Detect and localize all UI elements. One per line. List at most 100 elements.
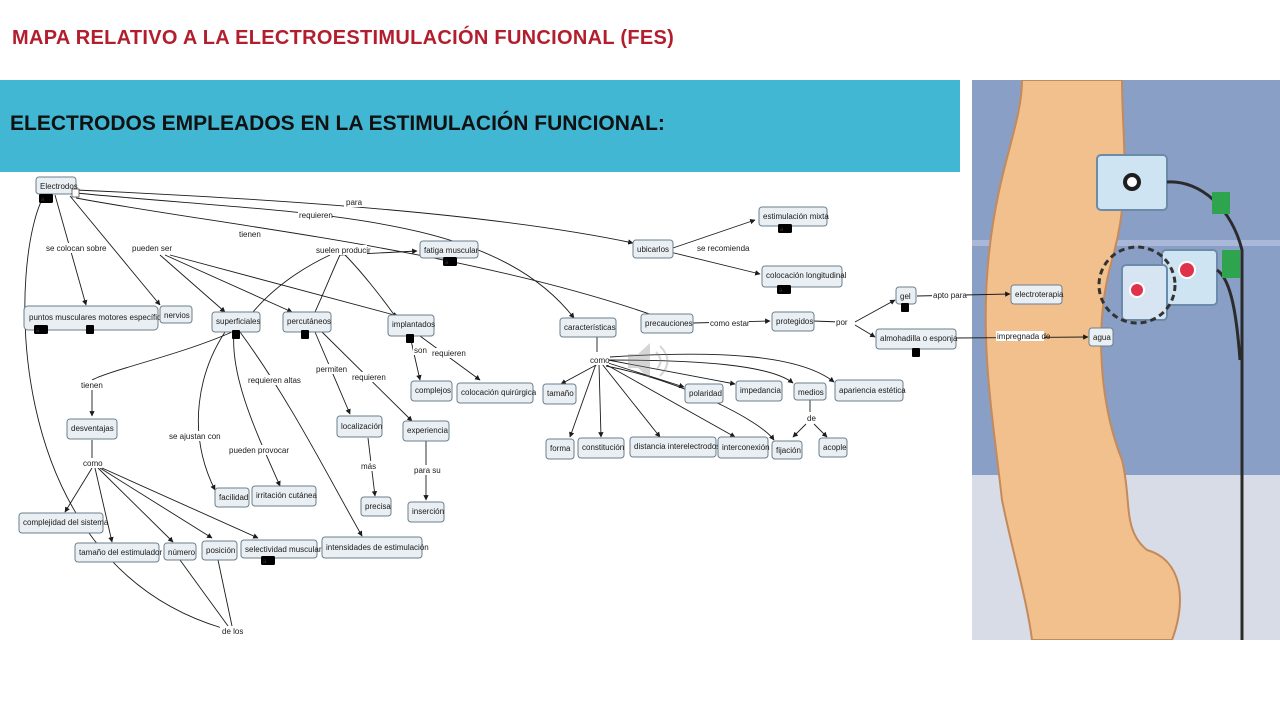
link-label: tienen (239, 230, 261, 239)
node-apariencia[interactable]: apariencia estética (834, 379, 906, 402)
svg-text:distancia interelectrodos: distancia interelectrodos (634, 442, 720, 451)
svg-text:interconexión: interconexión (722, 443, 770, 452)
speaker-icon[interactable] (628, 343, 669, 379)
section-banner: ELECTRODOS EMPLEADOS EN LA ESTIMULACIÓN … (0, 80, 960, 172)
node-insercion[interactable]: inserción (407, 501, 445, 523)
svg-text:inserción: inserción (412, 507, 444, 516)
link-arrow-icon (71, 188, 80, 198)
node-estimulacion-mixta[interactable]: estimulación mixta (758, 206, 829, 227)
node-interconexion[interactable]: interconexión (717, 436, 770, 459)
svg-text:percutáneos: percutáneos (287, 317, 331, 326)
link-label: tienen (81, 381, 103, 390)
node-complejidad[interactable]: complejidad del sistema (18, 512, 109, 534)
node-irritacion[interactable]: irritación cutánea (251, 485, 317, 507)
node-impedancia[interactable]: impedancia (735, 380, 783, 402)
node-superficiales[interactable]: superficiales (211, 311, 261, 333)
node-medios[interactable]: medios (793, 382, 827, 401)
node-colocacion-longitudinal[interactable]: colocación longitudinal (761, 265, 847, 288)
svg-text:protegidos: protegidos (776, 317, 813, 326)
node-fijacion[interactable]: fijación (771, 440, 803, 460)
node-tamano-estimulador[interactable]: tamaño del estimulador (74, 542, 162, 563)
node-ubicarlos[interactable]: ubicarlos (632, 239, 674, 259)
link-label: se recomienda (697, 244, 750, 253)
svg-text:experiencia: experiencia (407, 426, 448, 435)
svg-text:medios: medios (798, 388, 824, 397)
concept-map: a (0, 172, 1118, 642)
image-icon (301, 330, 309, 339)
svg-text:complejos: complejos (415, 386, 451, 395)
node-constitucion[interactable]: constitución (577, 437, 625, 459)
svg-text:tamaño del estimulador: tamaño del estimulador (79, 548, 162, 557)
attachment-icon (778, 224, 792, 233)
node-facilidad[interactable]: facilidad (214, 487, 250, 508)
link-label: requieren (432, 349, 466, 358)
node-colocacion-quirurgica[interactable]: colocación quirúrgica (456, 382, 537, 404)
svg-text:apariencia estética: apariencia estética (839, 386, 906, 395)
node-fatiga[interactable]: fatiga muscular (419, 240, 479, 259)
link-labels: para requieren tienen se colocan sobre p… (45, 197, 1051, 636)
node-gel[interactable]: gel (895, 286, 917, 305)
image-icon (86, 325, 94, 334)
node-selectividad[interactable]: selectividad muscular (240, 539, 322, 559)
leg-electrodes-image (972, 80, 1280, 640)
link-label: de los (222, 627, 243, 636)
svg-text:acople: acople (823, 443, 847, 452)
node-tamano[interactable]: tamaño (542, 383, 577, 405)
attachment-icon (39, 194, 53, 203)
link-label: más (361, 462, 376, 471)
svg-text:colocación longitudinal: colocación longitudinal (766, 271, 847, 280)
link-label: como (83, 459, 103, 468)
banner-title: ELECTRODOS EMPLEADOS EN LA ESTIMULACIÓN … (10, 112, 665, 135)
node-desventajas[interactable]: desventajas (66, 418, 118, 440)
node-localizacion[interactable]: localización (336, 415, 383, 438)
node-experiencia[interactable]: experiencia (402, 420, 450, 442)
svg-text:agua: agua (1093, 333, 1111, 342)
page-title: MAPA RELATIVO A LA ELECTROESTIMULACIÓN F… (12, 27, 675, 49)
node-forma[interactable]: forma (545, 438, 575, 460)
link-label: requieren (299, 211, 333, 220)
svg-text:facilidad: facilidad (219, 493, 248, 502)
link-label: por (836, 318, 848, 327)
link-label: como (590, 356, 610, 365)
node-nervios[interactable]: nervios (159, 305, 193, 324)
node-precauciones[interactable]: precauciones (640, 313, 694, 334)
node-polaridad[interactable]: polaridad (684, 383, 724, 404)
svg-text:fijación: fijación (776, 446, 801, 455)
node-intensidades[interactable]: intensidades de estimulación (321, 536, 429, 559)
link-label: para (346, 198, 363, 207)
node-electrodos[interactable]: Electrodos (35, 176, 78, 195)
svg-text:superficiales: superficiales (216, 317, 260, 326)
node-complejos[interactable]: complejos (410, 380, 453, 402)
node-agua[interactable]: agua (1088, 327, 1114, 347)
attachment-icon (261, 556, 275, 565)
node-electroterapia[interactable]: electroterapia (1010, 284, 1064, 305)
svg-text:ubicarlos: ubicarlos (637, 245, 669, 254)
node-acople[interactable]: acople (818, 437, 848, 458)
attachment-icon (443, 257, 457, 266)
node-distancia[interactable]: distancia interelectrodos (629, 436, 720, 458)
svg-text:colocación quirúrgica: colocación quirúrgica (461, 388, 537, 397)
svg-text:nervios: nervios (164, 311, 190, 320)
link-label: requieren (352, 373, 386, 382)
link-label: requieren altas (248, 376, 301, 385)
node-posicion[interactable]: posición (201, 540, 238, 561)
svg-text:localización: localización (341, 422, 382, 431)
link-label: se ajustan con (169, 432, 221, 441)
link-label: permiten (316, 365, 347, 374)
node-precisa[interactable]: precisa (360, 496, 392, 517)
link-label: como estar (710, 319, 750, 328)
svg-text:puntos musculares motores espe: puntos musculares motores específicos (29, 313, 170, 322)
svg-text:selectividad muscular: selectividad muscular (245, 545, 322, 554)
node-protegidos[interactable]: protegidos (771, 311, 815, 332)
svg-text:tamaño: tamaño (547, 389, 574, 398)
svg-text:Electrodos: Electrodos (40, 182, 78, 191)
node-caracteristicas[interactable]: características (559, 317, 617, 338)
node-percutaneos[interactable]: percutáneos (282, 311, 332, 333)
node-numero[interactable]: número (163, 542, 197, 561)
attachment-icon (777, 285, 791, 294)
link-label: suelen producir (316, 246, 371, 255)
image-icon (232, 330, 240, 339)
node-implantados[interactable]: implantados (387, 314, 435, 337)
link-label: son (414, 346, 427, 355)
node-almohadilla[interactable]: almohadilla o esponja (875, 328, 958, 350)
